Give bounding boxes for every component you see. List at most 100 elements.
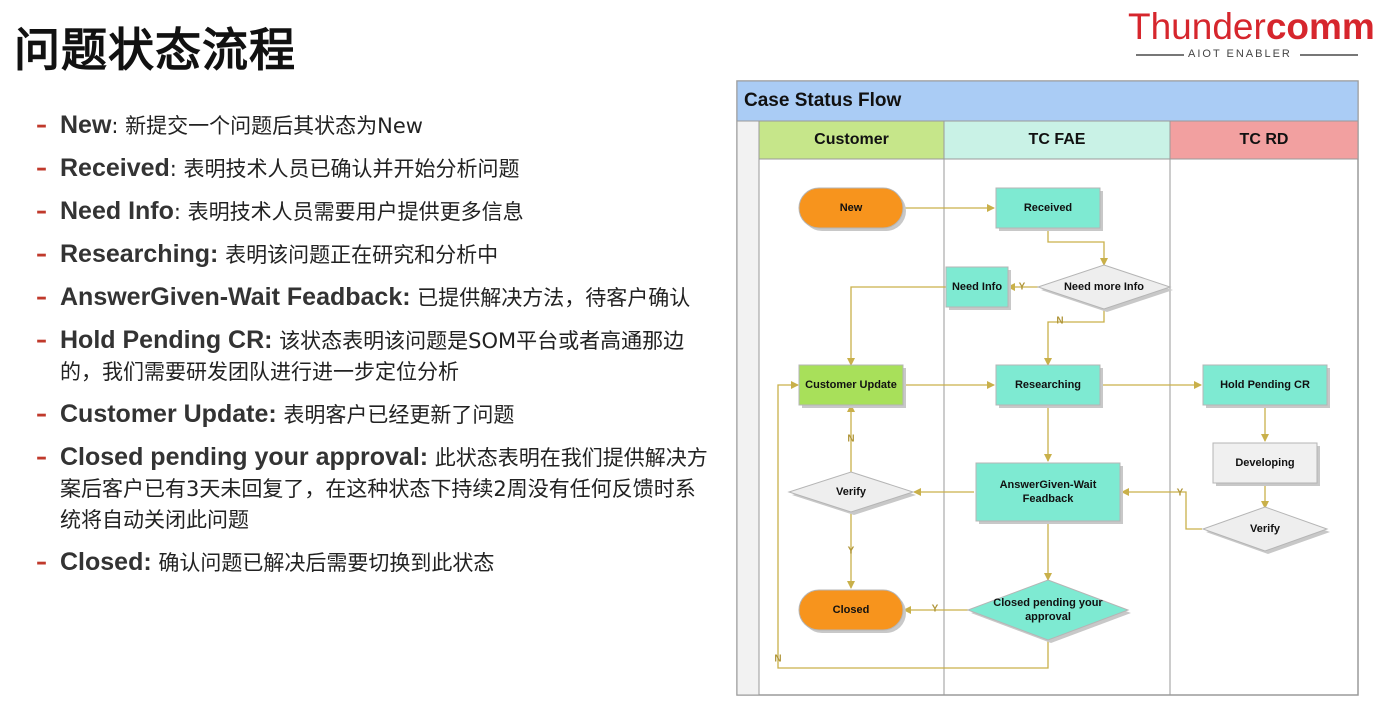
bullet-text: Need Info: 表明技术人员需要用户提供更多信息 [60,196,716,228]
node-customer-update-label: Customer Update [805,379,897,391]
swimlane-body [1169,158,1359,696]
status-definition-item: –AnswerGiven-Wait Feadback: 已提供解决方法，待客户确… [36,282,716,314]
status-term: AnswerGiven-Wait Feadback: [60,283,411,311]
node-hold-pending-cr-label: Hold Pending CR [1220,379,1310,391]
status-definition-item: –Researching: 表明该问题正在研究和分析中 [36,239,716,271]
bullet-dash: – [36,113,47,138]
bullet-dash: – [36,242,47,267]
node-answer-given-label: AnswerGiven-Wait [1000,479,1097,491]
status-description: 表明该问题正在研究和分析中 [218,243,499,267]
logo-right-rule [1300,54,1358,56]
status-description: : 表明技术人员需要用户提供更多信息 [173,200,524,224]
swimlane-header [1169,120,1359,160]
node-need-info [945,266,1009,308]
node-need-more-info-label: Need more Info [1064,281,1144,293]
node-closed-label: Closed [833,604,870,616]
bullet-text: Customer Update: 表明客户已经更新了问题 [60,399,716,431]
node-closed-pending-approval [966,579,1130,641]
node-researching-label: Researching [1015,379,1081,391]
edge-rd-verify-to-answer [1121,488,1202,530]
node-customer-verify-decision [787,471,915,513]
edge-label-no: N [774,654,781,665]
edge-label-yes: Y [1177,488,1184,499]
status-term: Need Info [60,197,174,225]
swimlane-label: TC RD [1240,131,1289,148]
bullet-dash: – [36,550,47,575]
node-received-label: Received [1024,202,1072,214]
edge-label-yes: Y [848,546,855,557]
node-rd-verify-decision [1201,506,1329,552]
thundercomm-logo: Thundercomm AIOT ENABLER [1128,6,1375,66]
node-researching [995,364,1101,406]
edge-label-yes: Y [932,604,939,615]
edge-received-to-check [1047,228,1108,266]
node-new-label: New [840,202,863,214]
status-description: : 表明技术人员已确认并开始分析问题 [169,157,520,181]
page-title: 问题状态流程 [14,23,296,77]
node-closed [798,589,904,631]
status-term: Closed: [60,548,152,576]
status-term: Hold Pending CR: [60,326,273,354]
status-definition-item: –Hold Pending CR: 该状态表明该问题是SOM平台或者高通那边的，… [36,325,716,388]
logo-left-rule [1136,54,1184,56]
node-new [798,187,904,229]
edge-closed-pending-to-customer-update [777,381,1049,669]
node-developing-label: Developing [1235,457,1294,469]
bullet-dash: – [36,156,47,181]
status-definition-item: –Customer Update: 表明客户已经更新了问题 [36,399,716,431]
status-description: 确认问题已解决后需要切换到此状态 [151,551,495,575]
status-term: New [60,111,112,139]
bullet-text: Hold Pending CR: 该状态表明该问题是SOM平台或者高通那边的，我… [60,325,716,388]
status-description: 此状态表明在我们提供解决方案后客户已有3天未回复了，在这种状态下持续2周没有任何… [60,446,708,532]
status-definition-item: –Received: 表明技术人员已确认并开始分析问题 [36,153,716,185]
diagram-title: Case Status Flow [744,90,902,111]
node-closed-pending-label: approval [1025,611,1071,623]
bullet-text: Researching: 表明该问题正在研究和分析中 [60,239,716,271]
edge-need-info-to-customer-update [847,286,946,366]
node-answer-given [975,462,1121,522]
bullet-text: Received: 表明技术人员已确认并开始分析问题 [60,153,716,185]
swimlane-header [758,120,945,160]
logo-tagline: AIOT ENABLER [1188,48,1292,60]
status-definition-item: –Need Info: 表明技术人员需要用户提供更多信息 [36,196,716,228]
status-definition-item: –New: 新提交一个问题后其状态为New [36,110,716,142]
lane-gutter [736,120,760,696]
node-need-more-info-decision [1036,264,1172,310]
status-description: 表明客户已经更新了问题 [276,403,515,427]
bullet-dash: – [36,402,47,427]
node-closed-pending-label: Closed pending your [993,597,1103,609]
node-rd-verify-label: Verify [1250,523,1281,535]
edge-label-no: N [1056,316,1063,327]
node-developing [1212,442,1318,484]
node-answer-given-label: Feadback [1023,493,1075,505]
status-definition-list: –New: 新提交一个问题后其状态为New–Received: 表明技术人员已确… [36,110,716,590]
bullet-text: AnswerGiven-Wait Feadback: 已提供解决方法，待客户确认 [60,282,716,314]
node-need-info-label: Need Info [952,281,1002,293]
bullet-dash: – [36,199,47,224]
status-term: Received [60,154,170,182]
status-definition-item: –Closed pending your approval: 此状态表明在我们提… [36,442,716,536]
node-hold-pending-cr [1202,364,1328,406]
node-received [995,187,1101,229]
bullet-text: Closed: 确认问题已解决后需要切换到此状态 [60,547,716,579]
node-customer-update [798,364,904,406]
swimlane-label: TC FAE [1029,131,1086,148]
status-description: 该状态表明该问题是SOM平台或者高通那边的，我们需要研发团队进行进一步定位分析 [60,329,685,384]
edge-check-to-researching [1044,308,1105,366]
status-term: Researching: [60,240,219,268]
status-description: : 新提交一个问题后其状态为New [111,114,423,138]
edge-label-no: N [847,434,854,445]
node-customer-verify-label: Verify [836,486,867,498]
bullet-dash: – [36,445,47,470]
status-term: Customer Update: [60,400,277,428]
bullet-text: Closed pending your approval: 此状态表明在我们提供… [60,442,716,536]
swimlane-label: Customer [814,131,889,148]
diagram-title-bar [736,80,1359,122]
bullet-text: New: 新提交一个问题后其状态为New [60,110,716,142]
status-term: Closed pending your approval: [60,443,429,471]
bullet-dash: – [36,328,47,353]
bullet-dash: – [36,285,47,310]
status-description: 已提供解决方法，待客户确认 [410,286,691,310]
logo-wordmark: Thundercomm [1128,6,1375,47]
